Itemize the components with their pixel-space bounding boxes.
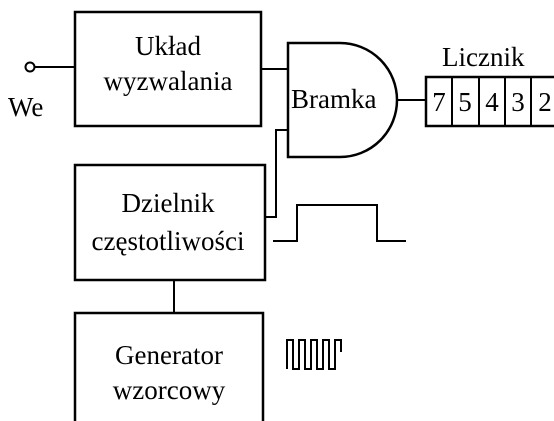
gate-block (286, 41, 399, 159)
input-terminal (24, 61, 75, 73)
counter-digit: 5 (458, 87, 472, 117)
trigger-block-line2: wyzwalania (104, 66, 233, 96)
counter-title: Licznik (442, 42, 525, 72)
counter-digit: 2 (538, 87, 552, 117)
generator-block (73, 311, 265, 421)
counter-digit: 7 (432, 87, 446, 117)
counter-digit: 3 (511, 87, 525, 117)
divider-to-gate-wire (265, 129, 288, 218)
input-terminal-circle (24, 61, 36, 73)
generator-pulse-train-waveform (286, 339, 342, 370)
divider-block (73, 163, 267, 282)
divider-block-line2: częstotliwości (92, 226, 245, 256)
input-label: We (8, 92, 43, 122)
divider-pulse-waveform (273, 204, 406, 242)
counter-digit: 4 (485, 87, 499, 117)
divider-block-line1: Dzielnik (122, 188, 215, 218)
counter-frame (424, 75, 554, 128)
trigger-block-line1: Układ (135, 31, 201, 61)
generator-block-line2: wzorcowy (113, 375, 226, 405)
counter-register: 7 5 4 3 2 (424, 75, 554, 128)
generator-block-line1: Generator (115, 340, 223, 370)
gate-label: Bramka (291, 84, 376, 114)
